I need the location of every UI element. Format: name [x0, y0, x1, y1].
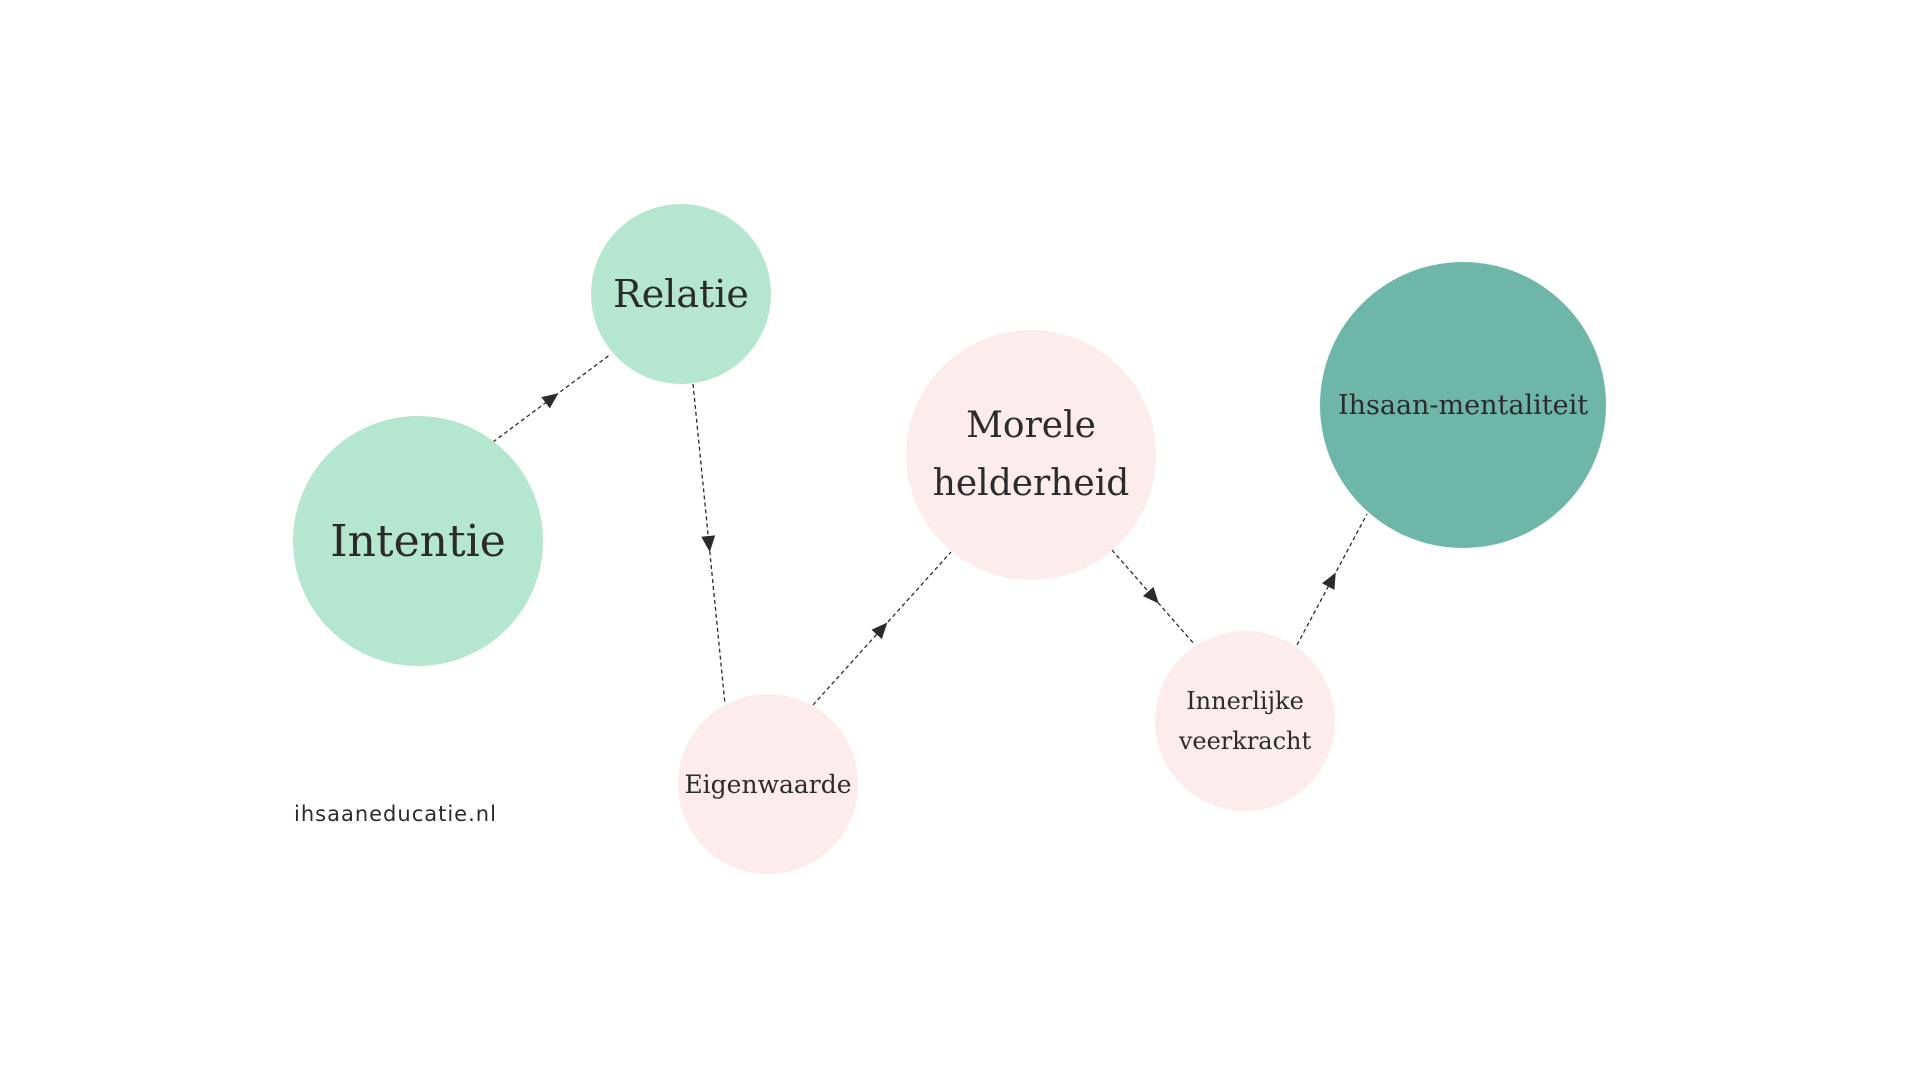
- node-intentie: Intentie: [293, 416, 543, 666]
- node-label: Morele helderheid: [932, 405, 1130, 504]
- node-morele-helderheid: Morele helderheid: [906, 330, 1156, 580]
- node-eigenwaarde: Eigenwaarde: [678, 694, 858, 874]
- node-label: Relatie: [613, 272, 749, 316]
- arrowhead-icon: [871, 622, 888, 640]
- connector-innerlijke-to-ihsaan: [1296, 513, 1368, 646]
- node-innerlijke-veerkracht: Innerlijke veerkracht: [1155, 631, 1335, 811]
- connector-relatie-to-eigenwaarde: [692, 383, 726, 705]
- node-label: Ihsaan-mentaliteit: [1337, 389, 1589, 421]
- arrowhead-icon: [541, 393, 559, 409]
- node-label: Eigenwaarde: [684, 769, 852, 799]
- node-ihsaan-mentaliteit: Ihsaan-mentaliteit: [1320, 262, 1606, 548]
- node-label: Intentie: [330, 515, 506, 567]
- connector-eigenwaarde-to-morele: [812, 551, 952, 706]
- arrowhead-icon: [1142, 586, 1159, 604]
- node-label: Innerlijke veerkracht: [1178, 687, 1312, 755]
- website-footer: ihsaaneducatie.nl: [294, 802, 497, 826]
- node-relatie: Relatie: [591, 204, 771, 384]
- arrowhead-icon: [701, 535, 716, 552]
- arrowhead-icon: [1322, 572, 1336, 590]
